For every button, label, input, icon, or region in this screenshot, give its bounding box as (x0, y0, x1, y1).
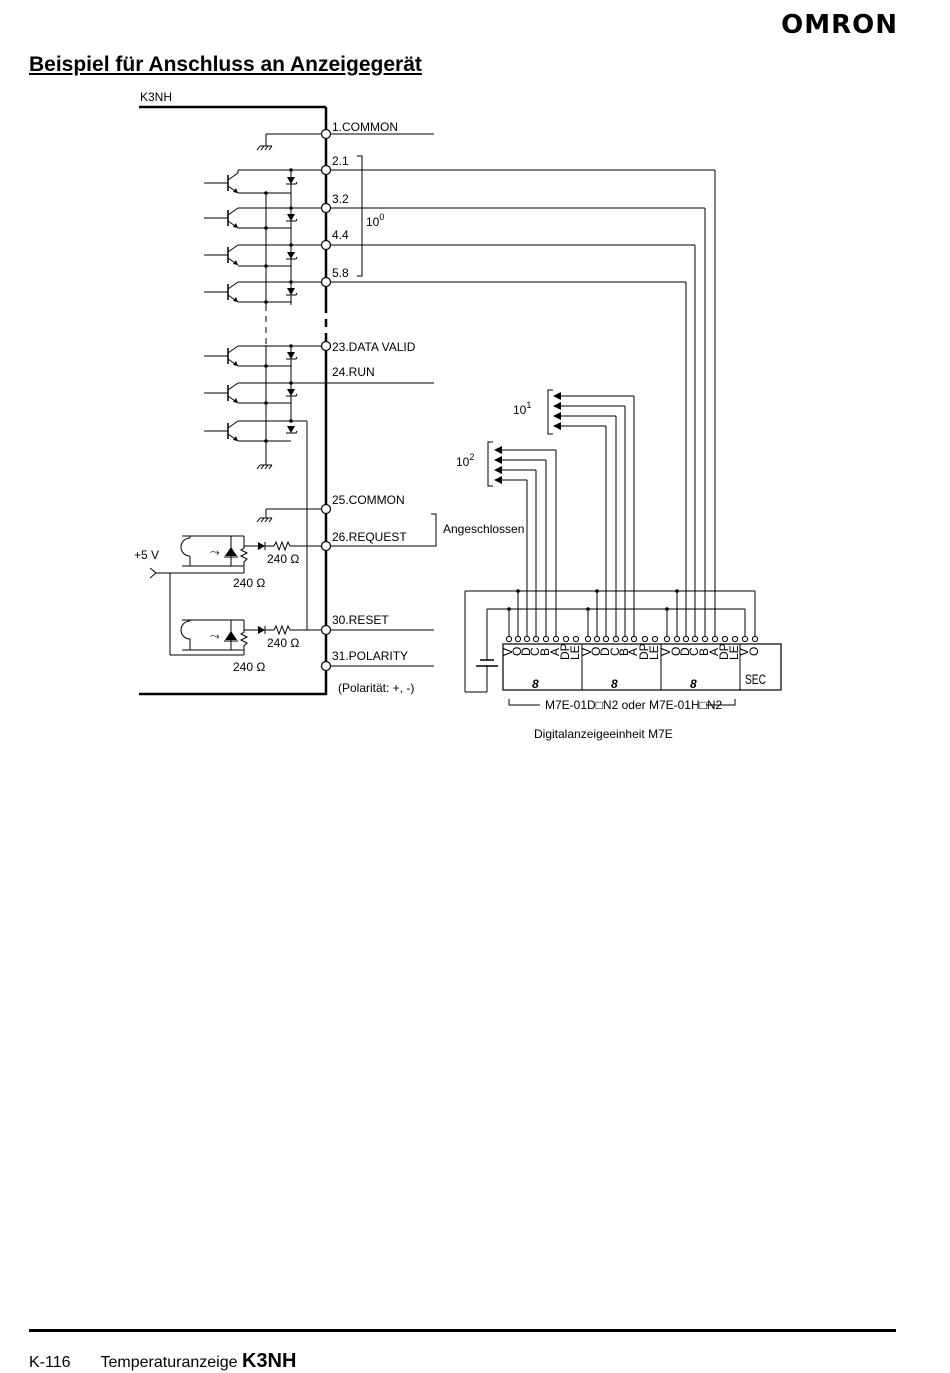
pin-label: V (737, 648, 751, 656)
pin-label: V (580, 648, 594, 656)
digit-1-arrows (553, 392, 635, 638)
pin-label: O (669, 647, 683, 656)
output-transistor (203, 419, 307, 443)
pin-label: DP (637, 643, 651, 660)
sec-label: SEC (745, 671, 766, 687)
output-transistor (203, 344, 322, 368)
terminal-label: 26.REQUEST (332, 530, 407, 544)
output-transistor (203, 243, 322, 268)
photocoupler-request: ⤳ 240 Ω 240 Ω (180, 535, 322, 590)
page-footer: K-116 Temperaturanzeige K3NH (29, 1350, 296, 1373)
pin-label: DP (717, 643, 731, 660)
digit-display: 8 (690, 677, 697, 691)
pin-label: LE (647, 645, 661, 660)
terminal-label: 31.POLARITY (332, 649, 408, 663)
pin-label: B (697, 648, 711, 656)
output-transistor (203, 206, 322, 230)
output-transistor (203, 168, 322, 195)
digit-2-arrows (494, 446, 557, 638)
terminal-label: 1.COMMON (332, 120, 398, 134)
footer-product: K3NH (241, 1350, 297, 1372)
output-transistor (203, 280, 322, 304)
resistor-label: 240 Ω (267, 552, 299, 566)
pin-label: C (608, 647, 622, 656)
device-label: K3NH (140, 90, 172, 104)
pin-label: D (678, 647, 692, 656)
footer-title: Temperaturanzeige (100, 1354, 238, 1371)
page-number: K-116 (29, 1354, 71, 1371)
pin-label: DP (558, 643, 572, 660)
photocoupler-reset: ⤳ 240 Ω 240 Ω (180, 619, 307, 674)
wiring-diagram: K3NH 1.COMMON (134, 90, 782, 741)
pin-label: C (687, 647, 701, 656)
pin-label: O (747, 647, 761, 656)
pin-label: D (519, 647, 533, 656)
page-title: Beispiel für Anschluss an Anzeigegerät (29, 53, 422, 76)
pin-label: B (617, 648, 631, 656)
digit-display: 8 (532, 677, 539, 691)
terminal-label: 23.DATA VALID (332, 340, 416, 354)
pin-label: C (528, 647, 542, 656)
digit-weight-label: 100 (366, 212, 384, 229)
pin-label: D (598, 647, 612, 656)
digit-display: 8 (611, 677, 618, 691)
terminal-label: 2.1 (332, 154, 349, 168)
m7e-pin-row (505, 635, 759, 643)
pin-label: O (510, 647, 524, 656)
terminal-label: 4.4 (332, 228, 349, 242)
pin-label: V (501, 648, 515, 656)
polarity-note: (Polarität: +, -) (338, 681, 414, 695)
m7e-display-unit (502, 643, 782, 691)
terminal-label: 5.8 (332, 266, 349, 280)
terminal-label: 24.RUN (332, 365, 375, 379)
omron-logo: OMRON (781, 10, 898, 40)
model-label: M7E-01D□N2 oder M7E-01H□N2 (545, 698, 723, 712)
resistor-label: 240 Ω (267, 636, 299, 650)
pin-label: V (659, 648, 673, 656)
pin-label: A (707, 648, 721, 656)
terminal-label: 30.RESET (332, 613, 389, 627)
unit-caption: Digitalanzeigeeinheit M7E (534, 727, 673, 741)
pin-label: A (548, 648, 562, 656)
pin-label: LE (568, 645, 582, 660)
svg-text:⤳: ⤳ (210, 545, 220, 559)
terminal-label: 25.COMMON (332, 493, 405, 507)
output-transistor (203, 381, 326, 405)
supply-label: +5 V (134, 548, 159, 562)
pin-label: O (589, 647, 603, 656)
digit-weight-label: 102 (456, 452, 474, 469)
terminal-label: 3.2 (332, 192, 349, 206)
connected-label: Angeschlossen (443, 522, 524, 536)
digit-weight-label: 101 (513, 400, 531, 417)
resistor-label: 240 Ω (233, 660, 265, 674)
footer-rule (29, 1329, 896, 1332)
svg-text:⤳: ⤳ (210, 629, 220, 643)
pin-label: A (626, 648, 640, 656)
pin-label: LE (727, 645, 741, 660)
resistor-label: 240 Ω (233, 576, 265, 590)
pin-label: B (538, 648, 552, 656)
